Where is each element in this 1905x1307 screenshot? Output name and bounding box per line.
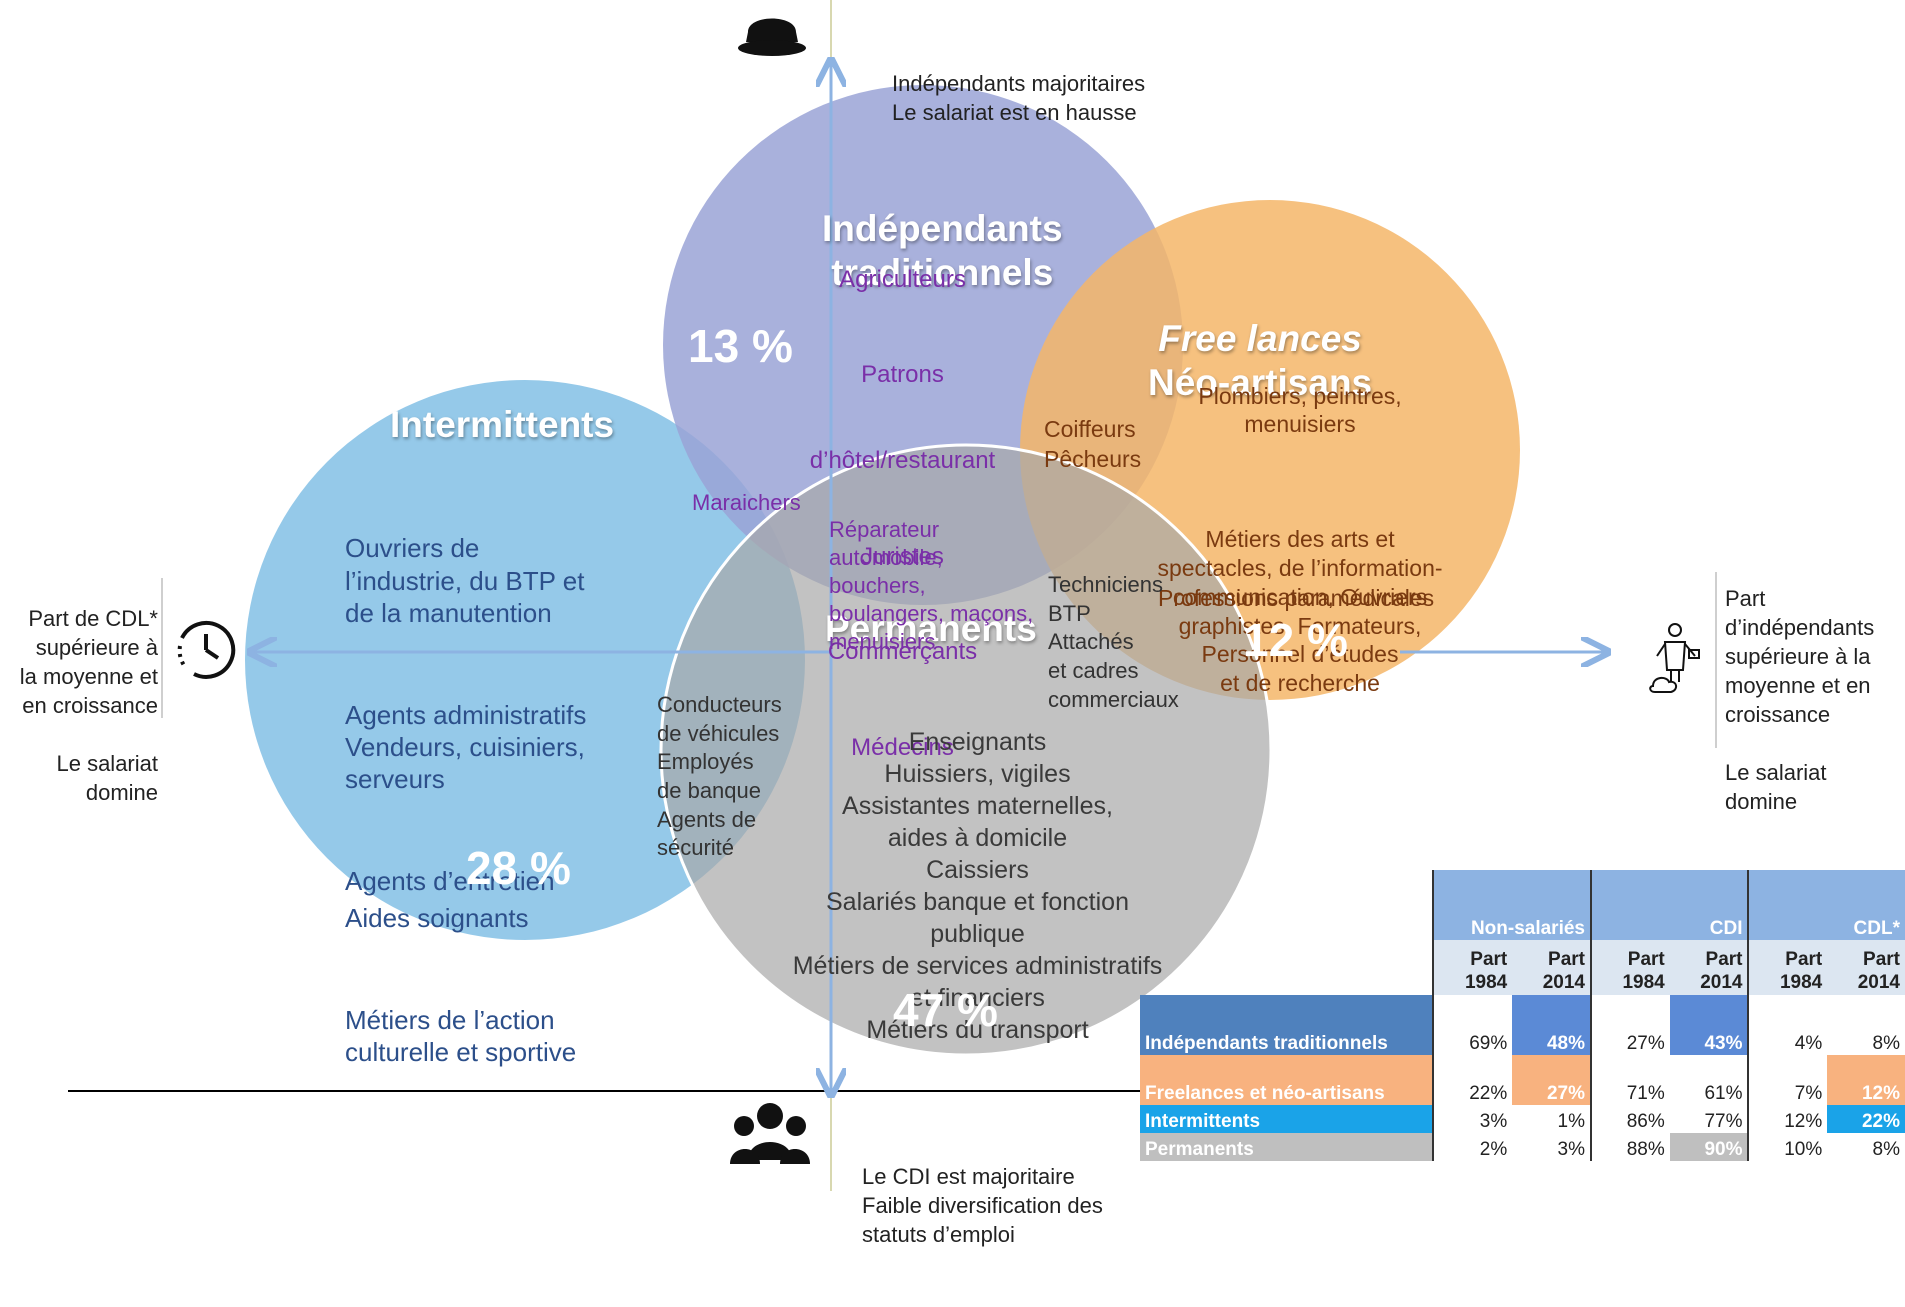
table-cell: 8% bbox=[1872, 1033, 1900, 1054]
permanents-title: Permanents bbox=[825, 608, 1037, 649]
independants-items: Agriculteurs Patrons d’hôtel/restaurant … bbox=[809, 265, 996, 761]
independants-pct: 13 % bbox=[688, 320, 793, 372]
table-cell: 90% bbox=[1669, 1133, 1749, 1161]
table-cell: 3% bbox=[1557, 1139, 1585, 1160]
intermittents-title: Intermittents bbox=[390, 404, 615, 445]
table-cell: 48% bbox=[1512, 995, 1591, 1055]
intermittents-pct: 28 % bbox=[466, 842, 571, 894]
group-header: Non-salariés bbox=[1432, 870, 1591, 940]
table-cell: 27% bbox=[1512, 1055, 1591, 1105]
circle-permanents bbox=[659, 443, 1273, 1057]
table-cell: 12% bbox=[1747, 1105, 1828, 1133]
table-cell: 61% bbox=[1704, 1083, 1743, 1104]
table-cell: 22% bbox=[1827, 1105, 1905, 1133]
group-header: CDI bbox=[1589, 870, 1749, 940]
venn-svg bbox=[68, 0, 1717, 1191]
table-cell: 27% bbox=[1589, 995, 1670, 1055]
clock-icon bbox=[177, 620, 236, 679]
table-cell: 2% bbox=[1432, 1133, 1513, 1161]
permanents-pct: 47 % bbox=[893, 984, 998, 1036]
row-label: Permanents bbox=[1140, 1133, 1434, 1161]
overlap-maraichers: Maraichers bbox=[692, 490, 801, 515]
table-cell: 77% bbox=[1704, 1111, 1743, 1132]
table-cell: 4% bbox=[1747, 995, 1828, 1055]
table-cell: 43% bbox=[1669, 995, 1749, 1055]
freelancer-icon bbox=[1649, 623, 1700, 693]
table-cell: 1% bbox=[1557, 1111, 1585, 1132]
row-label: Intermittents bbox=[1140, 1105, 1434, 1133]
freelances-pct: 12 % bbox=[1243, 614, 1348, 666]
table-cell: 12% bbox=[1827, 1055, 1905, 1105]
table-cell: 88% bbox=[1589, 1133, 1670, 1161]
freelances-paramedical: Professions paramédicales bbox=[1158, 585, 1435, 611]
freelances-items: Plombiers, peintres,menuisiers Métiers d… bbox=[1157, 382, 1443, 697]
row-label: Indépendants traditionnels bbox=[1140, 995, 1434, 1055]
table-cell: 71% bbox=[1589, 1055, 1670, 1105]
bowler-hat-icon bbox=[738, 18, 806, 56]
table-cell: 86% bbox=[1589, 1105, 1670, 1133]
table-cell: 10% bbox=[1747, 1133, 1828, 1161]
table-cell: 69% bbox=[1432, 995, 1513, 1055]
group-header: CDL* bbox=[1747, 870, 1905, 940]
table-cell: 3% bbox=[1432, 1105, 1513, 1133]
row-label: Freelances et néo-artisans bbox=[1140, 1055, 1434, 1105]
table-cell: 22% bbox=[1432, 1055, 1513, 1105]
table-cell: 7% bbox=[1747, 1055, 1828, 1105]
table-cell: 8% bbox=[1872, 1139, 1900, 1160]
group-people-icon bbox=[730, 1103, 810, 1164]
